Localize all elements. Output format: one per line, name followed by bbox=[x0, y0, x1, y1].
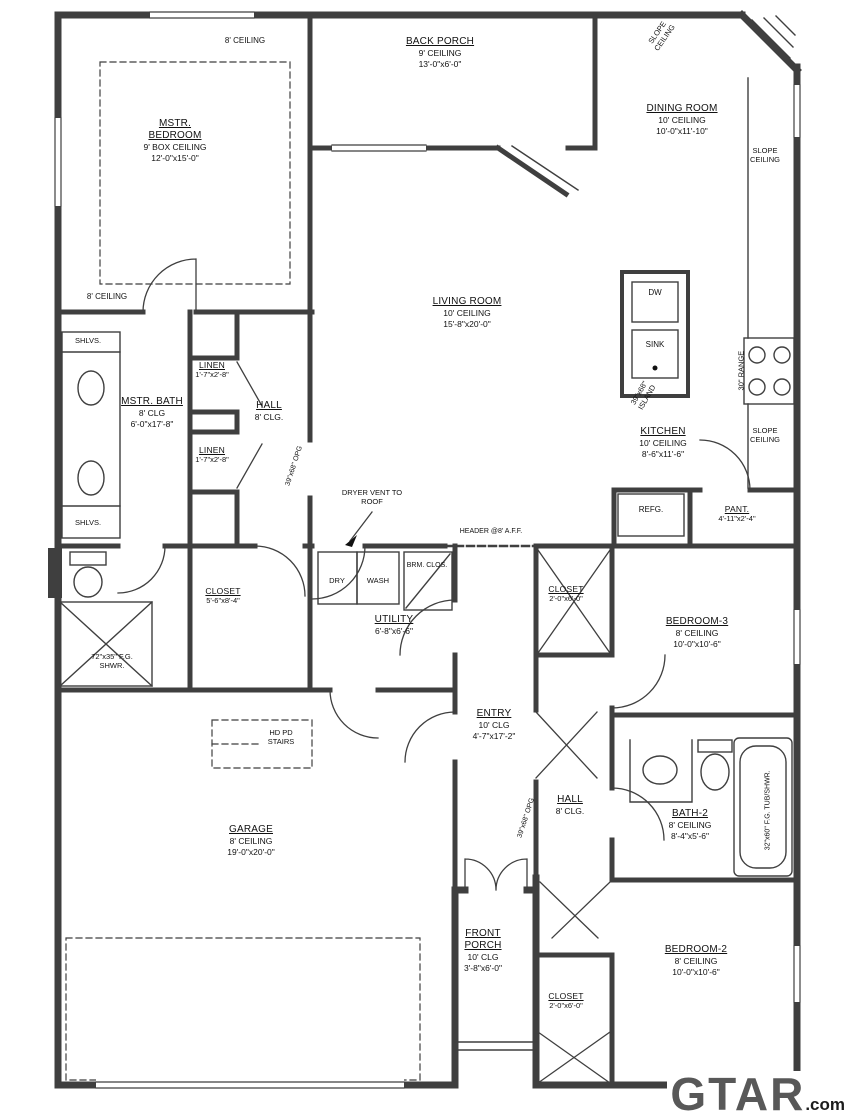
room-label-mstr-bath: MSTR. BATH 8' CLG 6'-0"x17'-8" bbox=[121, 396, 183, 429]
note-8ft-ceiling-bedroom: 8' CEILING bbox=[224, 36, 266, 45]
room-label-utility: UTILITY 6'-8"x6'-6" bbox=[374, 614, 414, 637]
room-label-pantry: PANT. 4'-11"x2'-4" bbox=[718, 504, 756, 524]
room-label-bedroom-2: BEDROOM-2 8' CEILING 10'-0"x10'-6" bbox=[664, 944, 728, 977]
tub-inner bbox=[739, 745, 787, 869]
fixture-label-stairs: HD PD STAIRS bbox=[267, 728, 295, 747]
room-label-hall-2: HALL 8' CLG. bbox=[555, 794, 585, 817]
fixture-label-dw: DW bbox=[648, 288, 662, 297]
interior-walls bbox=[55, 12, 800, 1088]
room-label-mstr-bedroom: MSTR. BEDROOM 9' BOX CEILING 12'-0"x15'-… bbox=[143, 118, 207, 163]
dashed-outlines bbox=[65, 61, 421, 1081]
porch-edge bbox=[454, 1041, 537, 1051]
fixtures bbox=[48, 15, 796, 1051]
room-label-bedroom-3: BEDROOM-3 8' CEILING 10'-0"x10'-6" bbox=[665, 616, 729, 649]
door-symbols bbox=[117, 258, 751, 1084]
room-label-linen-2: LINEN 1'-7"x2'-8" bbox=[195, 445, 229, 465]
shower-pan bbox=[59, 601, 153, 687]
dryer-vent-arrow bbox=[345, 535, 357, 547]
room-label-entry: ENTRY 10' CLG 4'-7"x17'-2" bbox=[472, 708, 516, 741]
note-slope-ceiling-3: SLOPE CEILING bbox=[749, 426, 780, 445]
box-ceiling-outline bbox=[99, 61, 291, 285]
vanity-sink-2 bbox=[77, 460, 105, 496]
toilet-bowl-1 bbox=[73, 566, 103, 598]
room-label-dining: DINING ROOM 10' CEILING 10'-0"x11'-10" bbox=[646, 103, 718, 136]
room-label-back-porch: BACK PORCH 9' CEILING 13'-0"x6'-0" bbox=[405, 36, 475, 69]
corner-hatch bbox=[751, 15, 796, 59]
room-label-bath-2: BATH-2 8' CEILING 8'-4"x5'-6" bbox=[668, 808, 712, 841]
watermark-gtar: GTAR .com bbox=[667, 1071, 848, 1117]
note-slope-ceiling-2: SLOPE CEILING bbox=[749, 146, 780, 165]
broom-closet-box bbox=[403, 551, 453, 611]
vanity-sink-1 bbox=[77, 370, 105, 406]
plumbing-wall bbox=[48, 548, 62, 598]
fixture-label-wash: WASH bbox=[366, 576, 390, 585]
toilet-tank-1 bbox=[69, 551, 107, 566]
range-box bbox=[743, 337, 795, 405]
kitchen-island bbox=[620, 270, 690, 398]
fixture-label-sink: SINK bbox=[645, 340, 665, 349]
watermark-suffix: .com bbox=[805, 1095, 845, 1114]
fixture-label-shower: 72"x35" F.G. SHWR. bbox=[91, 652, 133, 671]
windows bbox=[52, 9, 803, 1091]
note-shlvs-2: SHLVS. bbox=[74, 518, 102, 527]
exterior-walls bbox=[54, 10, 802, 1089]
refrigerator-box bbox=[617, 493, 685, 537]
watermark-brand: GTAR bbox=[670, 1068, 806, 1117]
garage-door-outline bbox=[65, 937, 421, 1081]
note-header: HEADER @8' A.F.F. bbox=[459, 528, 523, 535]
fixture-label-refg: REFG. bbox=[638, 505, 664, 514]
room-label-linen-1: LINEN 1'-7"x2'-8" bbox=[195, 360, 229, 380]
fixture-label-range: 30" RANGE bbox=[736, 350, 746, 391]
room-label-garage: GARAGE 8' CEILING 19'-0"x20'-0" bbox=[227, 824, 275, 857]
bath2-counter bbox=[629, 739, 693, 803]
vanity-counter bbox=[61, 331, 121, 539]
fixture-label-dry: DRY bbox=[329, 576, 345, 585]
dishwasher-box bbox=[631, 281, 679, 323]
note-shlvs-1: SHLVS. bbox=[74, 336, 102, 345]
tub-outline bbox=[733, 737, 793, 877]
note-8ft-ceiling-bath: 8' CEILING bbox=[86, 292, 128, 301]
fixture-label-tub: 32"x60" F.G. TUB/SHWR. bbox=[764, 770, 772, 851]
room-label-front-porch: FRONT PORCH 10' CLG 3'-8"x6'-0" bbox=[463, 928, 503, 973]
toilet-tank-2 bbox=[697, 739, 733, 753]
washer-box bbox=[356, 551, 400, 605]
room-label-closet-mstr: CLOSET 5'-6"x8'-4" bbox=[205, 586, 241, 606]
bath2-sink bbox=[642, 755, 678, 785]
sink-box bbox=[631, 329, 679, 379]
room-label-closet-entry: CLOSET 2'-0"x6'-0" bbox=[548, 584, 584, 604]
room-label-kitchen: KITCHEN 10' CEILING 8'-6"x11'-6" bbox=[639, 426, 687, 459]
toilet-bowl-2 bbox=[700, 753, 730, 791]
room-label-living: LIVING ROOM 10' CEILING 15'-8"x20'-0" bbox=[432, 296, 502, 329]
room-label-hall-1: HALL 8' CLG. bbox=[254, 400, 284, 423]
note-dryer-vent: DRYER VENT TO ROOF bbox=[341, 488, 403, 507]
fixture-label-brm-clos: BRM. CLOS. bbox=[406, 562, 448, 569]
room-label-closet-bed2: CLOSET 2'-0"x6'-0" bbox=[548, 991, 584, 1011]
